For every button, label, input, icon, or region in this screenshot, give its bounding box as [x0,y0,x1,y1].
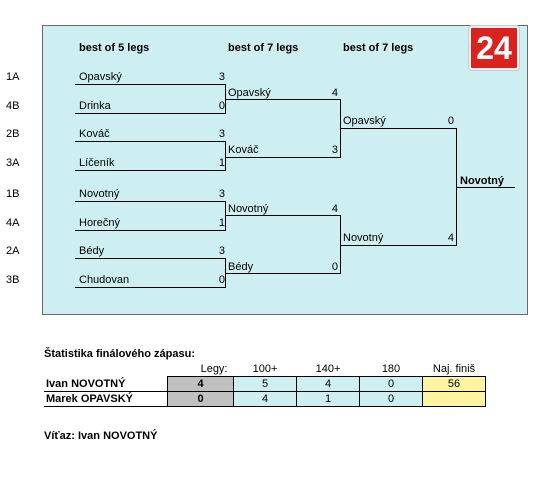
bracket-line [225,201,226,231]
r2-score: 4 [331,203,338,215]
seed-label: 2A [6,245,20,257]
seed-label: 3B [6,274,20,286]
bracket-line [225,99,341,100]
r2-player: Opavský [228,87,271,99]
r2-player: Novotný [228,203,269,215]
r1-player: Opavský [79,71,122,83]
bracket-line [225,215,341,216]
stats-legs: 0 [167,391,234,407]
winner-text: Víťaz: Ivan NOVOTNÝ [44,430,158,442]
bracket-line [225,141,226,171]
r1-player: Horečný [79,217,120,229]
bracket-line [75,113,226,114]
stats-table: Legy: 100+ 140+ 180 Naj. finiš Ivan NOVO… [44,362,486,407]
stats-100: 4 [233,391,297,407]
r2-player: Kováč [228,144,259,156]
stats-finish [422,391,486,407]
bracket-line [225,273,341,274]
bracket-line [75,258,226,259]
bracket-line [75,170,226,171]
stats-row: Ivan NOVOTNÝ 4 5 4 0 56 [44,376,486,392]
r3-score: 0 [447,115,454,127]
seed-label: 4A [6,217,20,229]
stats-player: Ivan NOVOTNÝ [44,376,168,392]
stats-legs: 4 [167,376,234,392]
stats-180: 0 [359,391,423,407]
stats-row: Marek OPAVSKÝ 0 4 1 0 [44,391,486,407]
round3-header: best of 7 legs [343,42,414,54]
r1-player: Kováč [79,128,110,140]
bracket-line [75,84,226,85]
r1-player: Chudovan [79,274,130,286]
stats-finish: 56 [422,376,486,392]
channel-24-logo: 24 [469,26,519,70]
r1-score: 3 [218,71,225,83]
r3-player: Opavský [343,115,386,127]
bracket-line [340,215,341,274]
stats-100: 5 [233,376,297,392]
r3-score: 4 [447,232,454,244]
r2-score: 3 [331,144,338,156]
r3-player: Novotný [343,232,384,244]
bracket-line [75,201,226,202]
bracket-line [225,157,341,158]
r1-player: Novotný [79,188,120,200]
stats-140: 4 [296,376,360,392]
r1-score: 0 [218,100,225,112]
bracket-line [75,230,226,231]
r2-score: 0 [331,261,338,273]
round2-header: best of 7 legs [228,42,299,54]
stats-player: Marek OPAVSKÝ [44,391,168,407]
stats-140: 1 [296,391,360,407]
bracket-line [340,245,457,246]
seed-label: 1A [6,71,20,83]
r1-score: 3 [218,128,225,140]
r1-score: 3 [218,245,225,257]
round1-header: best of 5 legs [79,42,150,54]
seed-label: 1B [6,188,20,200]
r1-player: Drinka [79,100,111,112]
stats-header-legs: Legy: [200,363,228,375]
r1-player: Bédy [79,245,105,257]
stats-header-140: 140+ [315,363,341,375]
stats-header-finish: Naj. finiš [432,363,476,375]
seed-label: 4B [6,100,20,112]
bracket-line [340,128,457,129]
stats-title: Štatistika finálového zápasu: [44,348,195,360]
seed-label: 3A [6,157,20,169]
bracket-line [75,141,226,142]
r1-player: Líčeník [79,157,115,169]
stats-header-row: Legy: 100+ 140+ 180 Naj. finiš [44,362,486,377]
stats-header-180: 180 [381,363,401,375]
bracket-line [75,287,226,288]
r1-score: 3 [218,188,225,200]
r2-player: Bédy [228,261,254,273]
r1-score: 1 [218,217,225,229]
stats-180: 0 [359,376,423,392]
bracket-line [456,187,515,188]
champion-name: Novotný [460,175,504,187]
r2-score: 4 [331,87,338,99]
r1-score: 0 [218,274,225,286]
stats-header-blank [44,362,168,377]
r1-score: 1 [218,157,225,169]
stats-header-100: 100+ [252,363,278,375]
seed-label: 2B [6,128,20,140]
